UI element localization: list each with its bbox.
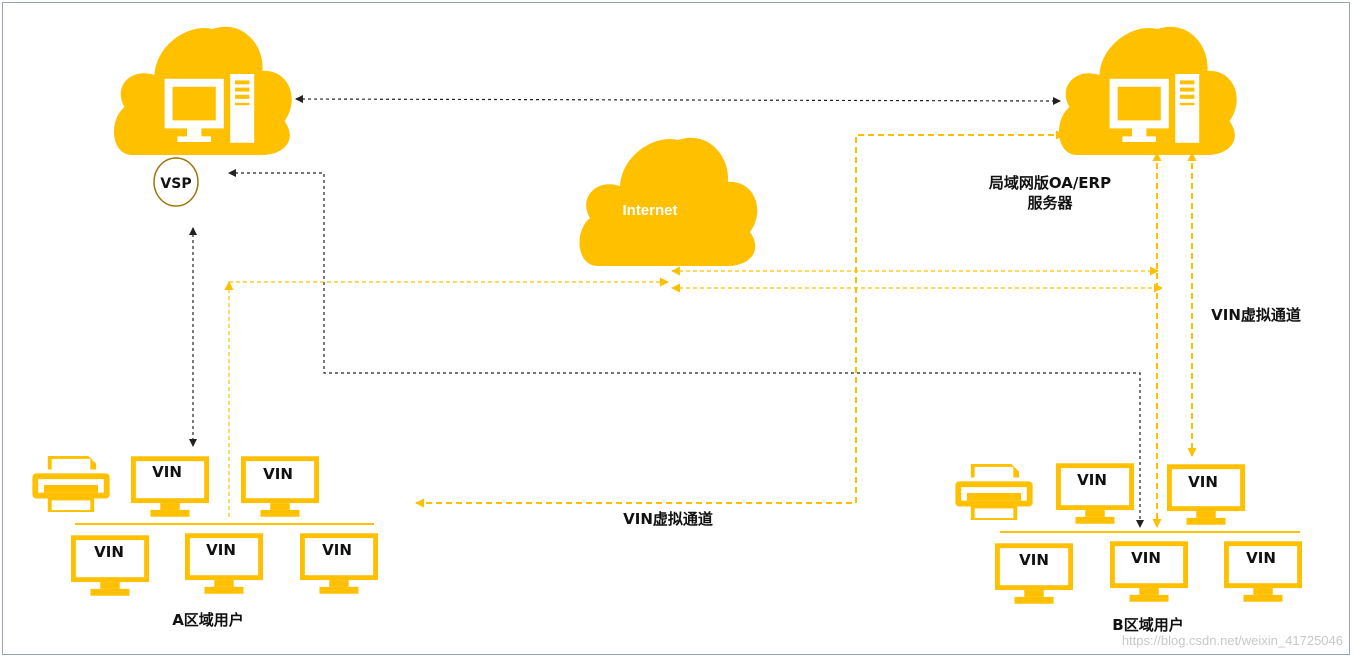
monitor-label: VIN	[1019, 551, 1049, 569]
group-a-monitor: VIN	[300, 533, 378, 594]
server-label-line2: 服务器	[1027, 194, 1073, 212]
group-a-monitor: VIN	[241, 456, 319, 517]
group-a-monitor: VIN	[185, 533, 263, 594]
monitor-label: VIN	[1246, 549, 1276, 567]
vin-tunnel-links	[415, 130, 1197, 528]
monitor-label: VIN	[1077, 471, 1107, 489]
tunnel-label-right: VIN虚拟通道	[1211, 306, 1301, 324]
management-links	[189, 95, 1144, 528]
monitor-label: VIN	[1131, 549, 1161, 567]
internet-cloud-icon: Internet	[579, 137, 758, 266]
monitor-label: VIN	[1188, 473, 1218, 491]
group-b-monitor: VIN	[1224, 541, 1302, 602]
vsp-badge: VSP	[153, 157, 199, 207]
group-b-monitor: VIN	[1167, 464, 1245, 525]
vsp-server-link	[295, 95, 1061, 105]
group-a: VIN VIN VIN VIN VIN A区域用户	[32, 456, 378, 629]
group-b-label: B区域用户	[1112, 616, 1183, 634]
group-b-monitor: VIN	[995, 543, 1073, 604]
monitor-label: VIN	[94, 543, 124, 561]
server-label-line1: 局域网版OA/ERP	[988, 174, 1111, 192]
monitor-label: VIN	[206, 541, 236, 559]
group-b-monitor: VIN	[1110, 541, 1188, 602]
printer-icon	[955, 464, 1033, 520]
monitor-label: VIN	[263, 465, 293, 483]
group-a-label: A区域用户	[172, 611, 244, 629]
tunnel-label-bottom: VIN虚拟通道	[623, 510, 713, 528]
printer-icon	[32, 456, 110, 512]
monitor-label: VIN	[322, 541, 352, 559]
watermark: https://blog.csdn.net/weixin_41725046	[1122, 633, 1343, 648]
server-cloud-icon	[1059, 26, 1237, 155]
groupa-server-tunnel	[415, 130, 1065, 508]
internet-label: Internet	[622, 202, 677, 219]
group-a-monitor: VIN	[71, 535, 149, 596]
group-b: VIN VIN VIN VIN VIN B区域用户	[955, 463, 1302, 634]
vsp-cloud-icon	[114, 26, 292, 155]
vsp-label: VSP	[160, 176, 191, 192]
vsp-groupb-link	[228, 169, 1144, 528]
group-a-monitor: VIN	[131, 456, 209, 517]
monitor-label: VIN	[152, 463, 182, 481]
group-b-monitor: VIN	[1056, 463, 1134, 524]
lan-links	[224, 266, 1163, 518]
